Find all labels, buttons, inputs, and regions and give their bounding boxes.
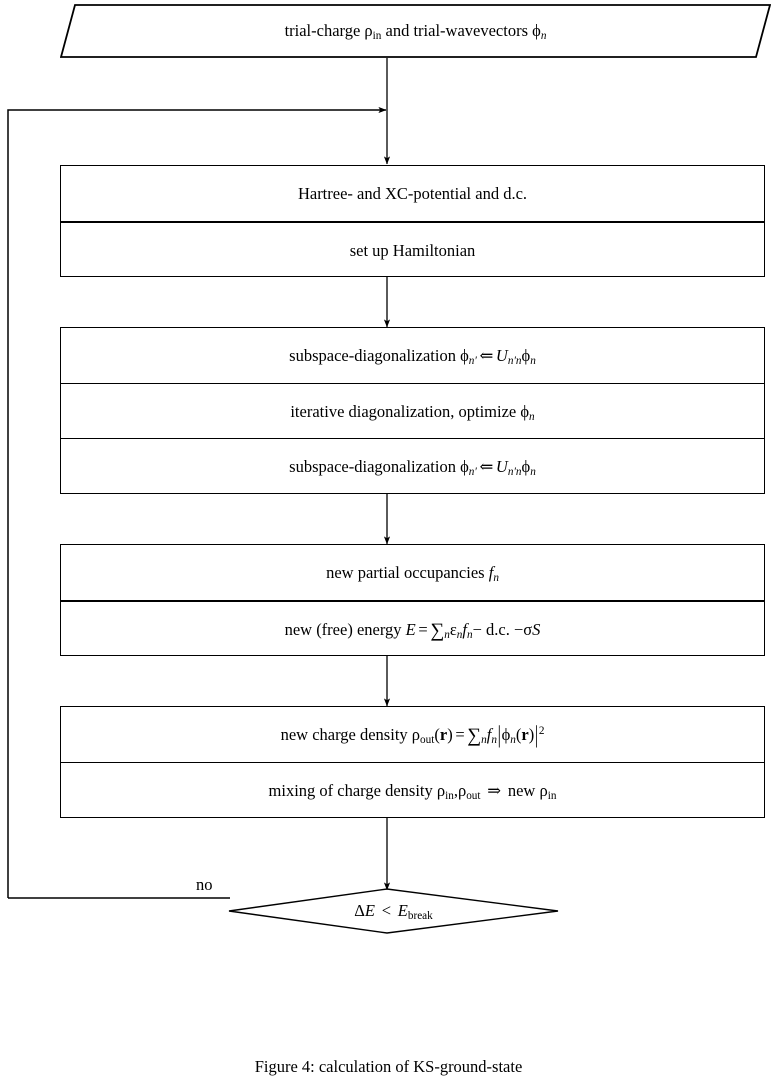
diamond-shape xyxy=(228,888,559,934)
branch-label-no: no xyxy=(196,875,213,894)
input-node[interactable]: trial-charge ρin and trial-wavevectors ϕ… xyxy=(60,4,771,58)
row-set-up-hamiltonian[interactable]: set up Hamiltonian xyxy=(61,221,764,276)
input-node-label: trial-charge ρin and trial-wavevectors ϕ… xyxy=(284,21,547,43)
row-new-charge-density[interactable]: new charge density ρout(r)=∑nfn|ϕn(r)|2 xyxy=(280,720,545,749)
density-group: new charge density ρout(r)=∑nfn|ϕn(r)|2 … xyxy=(60,706,765,818)
diagonalization-group: subspace-diagonalization ϕn′⇐Un′nϕn iter… xyxy=(60,327,765,494)
figure-caption: Figure 4: calculation of KS-ground-state xyxy=(254,1057,523,1076)
row-subspace-diagonalization-first[interactable]: subspace-diagonalization ϕn′⇐Un′nϕn xyxy=(289,346,536,368)
connector-feedback-loop xyxy=(7,106,387,898)
potential-group: Hartree- and XC-potential and d.c. set u… xyxy=(60,165,765,277)
row-new-free-energy[interactable]: new (free) energy E=∑nεnfn− d.c. −σS xyxy=(61,600,764,655)
row-new-partial-occupancies[interactable]: new partial occupancies fn xyxy=(326,563,499,585)
decision-node-label: ΔE < Ebreak xyxy=(354,901,433,923)
row-mixing-of-charge-density[interactable]: mixing of charge density ρin,ρout ⇒ new … xyxy=(61,762,764,817)
parallelogram-shape xyxy=(60,4,771,58)
row-hartree-xc-potential[interactable]: Hartree- and XC-potential and d.c. xyxy=(297,184,528,203)
occupancy-group: new partial occupancies fn new (free) en… xyxy=(60,544,765,656)
decision-node[interactable]: ΔE < Ebreak xyxy=(228,888,559,934)
row-subspace-diagonalization-second[interactable]: subspace-diagonalization ϕn′⇐Un′nϕn xyxy=(61,438,764,493)
row-iterative-diagonalization[interactable]: iterative diagonalization, optimize ϕn xyxy=(61,383,764,438)
